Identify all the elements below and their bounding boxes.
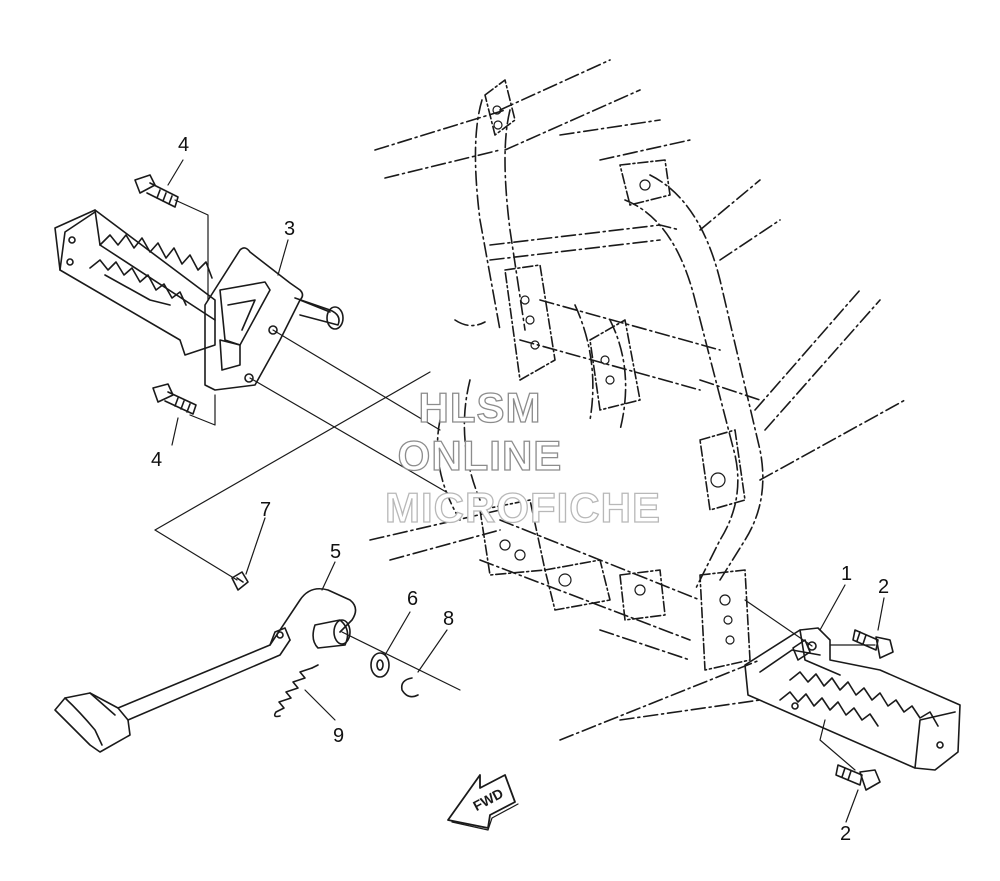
watermark-line2: ONLINE [397, 431, 563, 479]
brake-pedal [54, 587, 357, 753]
callout-4-upper: 4 [178, 134, 190, 156]
frame-holes [492, 105, 735, 645]
callout-7: 7 [260, 499, 272, 521]
frame-outline [369, 59, 906, 741]
e-clip [400, 677, 419, 698]
callout-3: 3 [284, 218, 296, 240]
callout-4-lower: 4 [151, 449, 163, 471]
callout-2-lower: 2 [840, 823, 852, 845]
right-footrest [744, 627, 961, 771]
pin [231, 571, 249, 591]
callout-9: 9 [333, 725, 345, 747]
bolt-right-lower [835, 764, 881, 791]
callout-1: 1 [841, 563, 853, 585]
callout-5: 5 [330, 541, 342, 563]
bolt-right-upper [852, 629, 894, 659]
washer [370, 652, 390, 678]
bolt-upper-left [134, 174, 179, 208]
leader-lines [167, 159, 885, 823]
watermark-line1: HLSM [418, 383, 542, 431]
frame-brackets [479, 79, 751, 671]
callout-8: 8 [443, 608, 455, 630]
footrest-bracket [204, 247, 344, 391]
callout-6: 6 [407, 588, 419, 610]
callout-2-upper: 2 [878, 576, 890, 598]
watermark-line3: MICROFICHE [384, 483, 661, 531]
fwd-arrow [447, 774, 519, 831]
left-footrest [54, 209, 216, 356]
alignment-lines [154, 199, 876, 771]
bolt-lower-left [152, 383, 197, 415]
return-spring [273, 664, 319, 718]
